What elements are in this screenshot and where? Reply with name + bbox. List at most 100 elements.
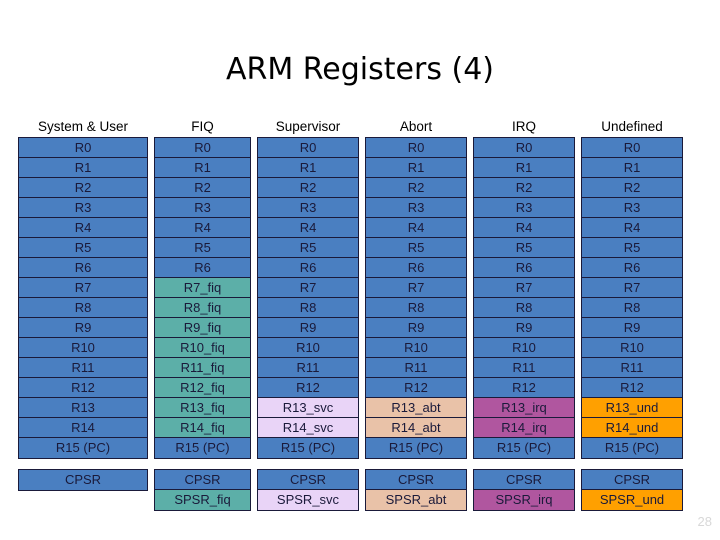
register-cell: R15 (PC) [258,438,358,458]
register-cell: R12 [474,378,574,398]
register-cell: R9 [366,318,466,338]
register-cell: R6 [258,258,358,278]
status-register-cell: CPSR [582,470,682,490]
column-header: Abort [399,119,433,134]
status-register-cell: SPSR_irq [474,490,574,510]
register-cell: R5 [366,238,466,258]
register-cell: R7_fiq [155,278,250,298]
register-cell: R9 [258,318,358,338]
register-cell: R0 [582,138,682,158]
status-register-cell: SPSR_svc [258,490,358,510]
register-cell: R12 [19,378,147,398]
register-cell: R6 [582,258,682,278]
register-cell: R6 [155,258,250,278]
register-cell: R7 [366,278,466,298]
register-cell: R10 [258,338,358,358]
register-cell: R2 [582,178,682,198]
register-cell: R3 [366,198,466,218]
register-cell: R7 [258,278,358,298]
register-cell: R3 [582,198,682,218]
register-cell: R6 [366,258,466,278]
register-cell: R1 [582,158,682,178]
register-cell: R15 (PC) [366,438,466,458]
status-register-cell: SPSR_abt [366,490,466,510]
register-cell: R12 [366,378,466,398]
register-cell: R2 [258,178,358,198]
register-cell: R12_fiq [155,378,250,398]
register-cell: R13_fiq [155,398,250,418]
register-cell: R2 [19,178,147,198]
register-cell: R10_fiq [155,338,250,358]
register-cell: R15 (PC) [19,438,147,458]
register-cell: R14_und [582,418,682,438]
status-register-cell: CPSR [474,470,574,490]
register-cell: R11 [474,358,574,378]
register-cell: R2 [474,178,574,198]
status-register-cell: CPSR [19,470,147,490]
register-cell: R15 (PC) [155,438,250,458]
register-cell: R8 [474,298,574,318]
register-cell: R10 [582,338,682,358]
register-cell: R13_und [582,398,682,418]
register-cell: R8 [258,298,358,318]
register-cell: R0 [474,138,574,158]
register-cell: R2 [155,178,250,198]
status-register-stack: CPSR [18,469,148,491]
column-header: System & User [37,119,129,134]
register-cell: R11 [19,358,147,378]
status-register-cell: SPSR_fiq [155,490,250,510]
column-header: FIQ [191,119,214,134]
register-cell: R0 [366,138,466,158]
register-cell: R10 [366,338,466,358]
register-cell: R8 [582,298,682,318]
register-cell: R11_fiq [155,358,250,378]
register-cell: R13_abt [366,398,466,418]
register-cell: R4 [474,218,574,238]
register-cell: R13 [19,398,147,418]
register-cell: R11 [582,358,682,378]
register-cell: R8 [366,298,466,318]
register-cell: R5 [474,238,574,258]
register-cell: R6 [19,258,147,278]
register-cell: R13_svc [258,398,358,418]
register-cell: R9 [582,318,682,338]
page-title: ARM Registers (4) [226,52,494,87]
page-number: 28 [697,514,712,529]
register-cell: R4 [582,218,682,238]
register-cell: R12 [258,378,358,398]
register-cell: R0 [19,138,147,158]
register-cell: R14_fiq [155,418,250,438]
register-cell: R1 [19,158,147,178]
register-cell: R5 [582,238,682,258]
register-cell: R10 [474,338,574,358]
register-cell: R1 [474,158,574,178]
register-cell: R13_irq [474,398,574,418]
register-cell: R3 [474,198,574,218]
register-cell: R11 [258,358,358,378]
register-cell: R11 [366,358,466,378]
register-cell: R5 [155,238,250,258]
register-cell: R7 [19,278,147,298]
register-cell: R9_fiq [155,318,250,338]
register-cell: R15 (PC) [582,438,682,458]
register-cell: R15 (PC) [474,438,574,458]
register-cell: R14_abt [366,418,466,438]
register-cell: R1 [155,158,250,178]
column-header: Undefined [601,119,663,134]
status-register-cell: CPSR [155,470,250,490]
register-cell: R14_svc [258,418,358,438]
